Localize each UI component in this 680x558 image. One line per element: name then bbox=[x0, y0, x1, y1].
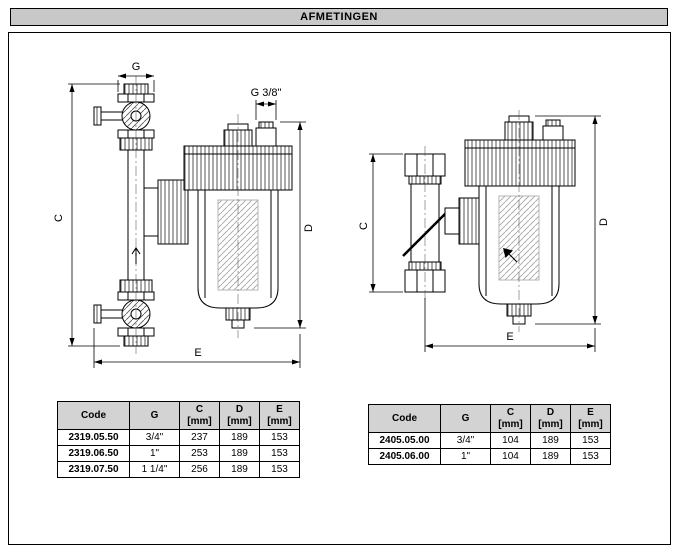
col-header-unit: [mm] bbox=[578, 418, 603, 430]
dim-label-d: D bbox=[303, 224, 315, 232]
col-header-d: D[mm] bbox=[219, 401, 260, 430]
centerlines bbox=[135, 76, 239, 354]
page-title-bar: AFMETINGEN bbox=[10, 8, 668, 26]
col-header-unit: [mm] bbox=[267, 415, 292, 427]
col-header-label: C bbox=[195, 404, 204, 415]
table-row: 2405.06.00 1" 104 189 153 bbox=[368, 448, 611, 465]
e-cell: 153 bbox=[570, 432, 611, 449]
col-header-e: E[mm] bbox=[259, 401, 300, 430]
dim-label-e: E bbox=[194, 347, 201, 359]
g-cell: 1" bbox=[440, 448, 491, 465]
filter-body bbox=[464, 115, 576, 325]
table-row: 2405.05.00 3/4" 104 189 153 bbox=[368, 432, 611, 449]
d-cell: 189 bbox=[219, 445, 260, 462]
c-cell: 237 bbox=[179, 429, 220, 446]
dim-label-g: G bbox=[132, 61, 141, 73]
dim-label-c: C bbox=[358, 222, 370, 230]
col-header-c: C[mm] bbox=[179, 401, 220, 430]
c-cell: 104 bbox=[490, 448, 531, 465]
e-cell: 153 bbox=[259, 445, 300, 462]
left-technical-drawing: G G 3/8" C D E bbox=[53, 61, 315, 368]
table-row: 2319.06.50 1" 253 189 153 bbox=[57, 445, 300, 462]
centerlines bbox=[424, 110, 520, 332]
g-cell: 3/4" bbox=[129, 429, 180, 446]
right-dimension-table: Code G C[mm] D[mm] E[mm] 2405.05.00 3/4"… bbox=[368, 404, 611, 465]
page-title: AFMETINGEN bbox=[300, 11, 378, 23]
col-header-unit: [mm] bbox=[187, 415, 212, 427]
col-header-label: E bbox=[276, 404, 283, 415]
g-cell: 3/4" bbox=[440, 432, 491, 449]
code-cell: 2319.06.50 bbox=[57, 445, 130, 462]
dimension-lines bbox=[68, 73, 306, 368]
col-header-d: D[mm] bbox=[530, 404, 571, 433]
table-header-row: Code G C[mm] D[mm] E[mm] bbox=[368, 404, 611, 433]
e-cell: 153 bbox=[259, 429, 300, 446]
g-cell: 1" bbox=[129, 445, 180, 462]
col-header-label: G bbox=[461, 412, 470, 424]
col-header-label: C bbox=[506, 407, 515, 418]
col-header-unit: [mm] bbox=[498, 418, 523, 430]
d-cell: 189 bbox=[219, 461, 260, 478]
col-header-g: G bbox=[129, 401, 180, 430]
g-cell: 1 1/4" bbox=[129, 461, 180, 478]
dimension-labels: G G 3/8" C D E bbox=[53, 61, 315, 359]
d-cell: 189 bbox=[530, 432, 571, 449]
col-header-c: C[mm] bbox=[490, 404, 531, 433]
col-header-g: G bbox=[440, 404, 491, 433]
d-cell: 189 bbox=[530, 448, 571, 465]
col-header-unit: [mm] bbox=[227, 415, 252, 427]
col-header-label: Code bbox=[81, 409, 106, 421]
dim-label-d: D bbox=[598, 218, 610, 226]
valve-pipe-assembly bbox=[93, 83, 189, 347]
e-cell: 153 bbox=[570, 448, 611, 465]
col-header-label: D bbox=[546, 407, 555, 418]
dimension-lines bbox=[369, 115, 601, 352]
code-cell: 2405.06.00 bbox=[368, 448, 441, 465]
right-technical-drawing: C D E bbox=[358, 110, 610, 352]
table-header-row: Code G C[mm] D[mm] E[mm] bbox=[57, 401, 300, 430]
col-header-label: G bbox=[150, 409, 159, 421]
dim-label-g38: G 3/8" bbox=[251, 87, 282, 99]
col-header-label: E bbox=[587, 407, 594, 418]
col-header-label: D bbox=[235, 404, 244, 415]
c-cell: 256 bbox=[179, 461, 220, 478]
code-cell: 2319.07.50 bbox=[57, 461, 130, 478]
left-dimension-table: Code G C[mm] D[mm] E[mm] 2319.05.50 3/4"… bbox=[57, 401, 300, 478]
e-cell: 153 bbox=[259, 461, 300, 478]
col-header-code: Code bbox=[368, 404, 441, 433]
col-header-label: Code bbox=[392, 412, 417, 424]
code-cell: 2405.05.00 bbox=[368, 432, 441, 449]
c-cell: 104 bbox=[490, 432, 531, 449]
table-row: 2319.05.50 3/4" 237 189 153 bbox=[57, 429, 300, 446]
code-cell: 2319.05.50 bbox=[57, 429, 130, 446]
table-row: 2319.07.50 1 1/4" 256 189 153 bbox=[57, 461, 300, 478]
col-header-unit: [mm] bbox=[538, 418, 563, 430]
dim-label-e: E bbox=[506, 331, 513, 343]
c-cell: 253 bbox=[179, 445, 220, 462]
col-header-code: Code bbox=[57, 401, 130, 430]
col-header-e: E[mm] bbox=[570, 404, 611, 433]
dim-label-c: C bbox=[53, 214, 65, 222]
dimension-labels: C D E bbox=[358, 218, 610, 343]
d-cell: 189 bbox=[219, 429, 260, 446]
